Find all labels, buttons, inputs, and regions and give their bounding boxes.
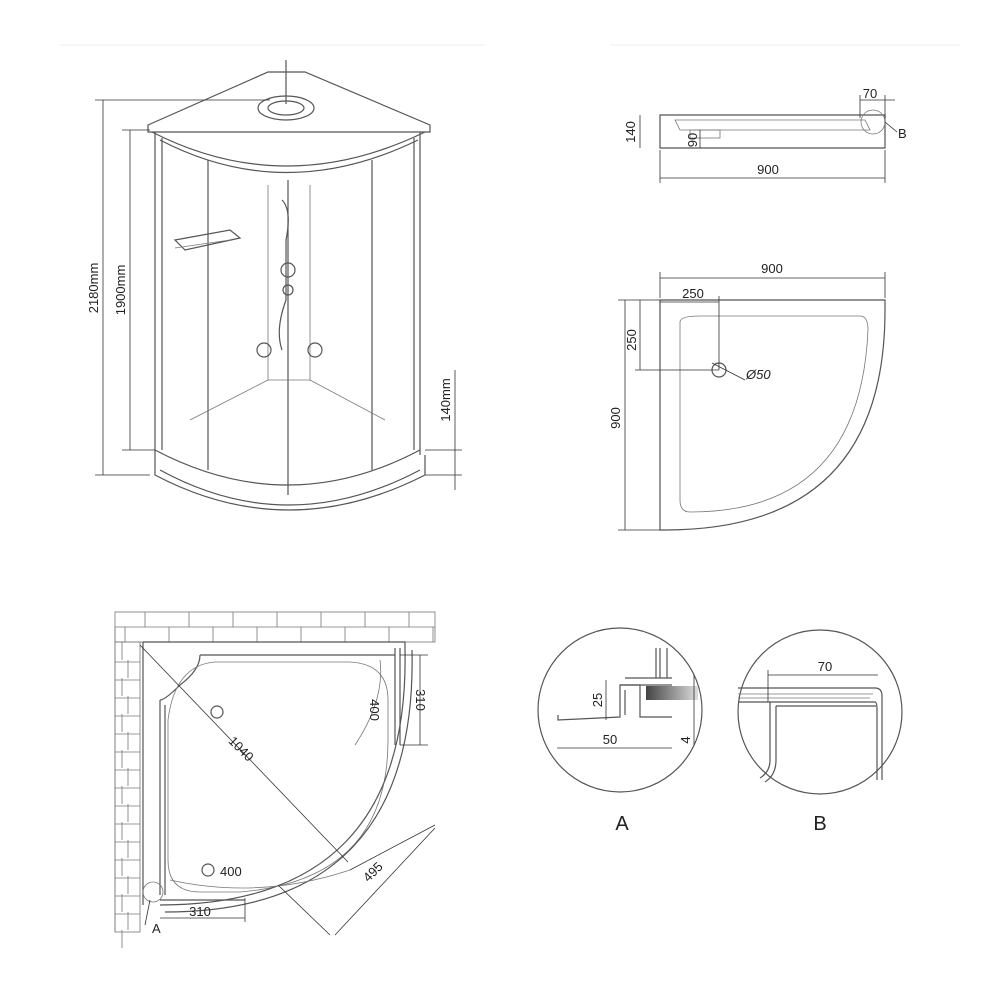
detail-a-width-label: 50 [603, 732, 617, 747]
side-height-label: 140 [623, 121, 638, 143]
glass-seal [646, 686, 698, 700]
plan-width-label: 900 [761, 261, 783, 276]
drain-offset-x-label: 250 [682, 286, 704, 301]
drain-diameter-label: Ø50 [745, 367, 771, 382]
drain-offset-y-label: 250 [624, 329, 639, 351]
floor-plan-view: 1040 400 310 400 310 495 A [114, 611, 436, 948]
detail-b-width-label: 70 [818, 659, 832, 674]
detail-a-callout: A [152, 921, 161, 936]
cabin-perspective [147, 60, 431, 511]
detail-b-title: B [813, 813, 826, 835]
inner-depth-label: 90 [685, 133, 700, 147]
plan-depth-label: 900 [608, 407, 623, 429]
tray-plan-view: 900 250 250 Ø50 900 [608, 261, 886, 531]
detail-a-thickness-label: 4 [678, 736, 693, 743]
detail-a-title: A [615, 813, 629, 835]
cabin-dimensions: 2180mm 1900mm 140mm [86, 99, 462, 490]
side-panel-right-label: 310 [413, 689, 428, 711]
tray-side-view: 70 140 90 B 900 [623, 86, 907, 183]
detail-b-callout: B [898, 126, 907, 141]
door-arc-bottom-label: 400 [220, 864, 242, 879]
detail-b: 70 B [737, 629, 903, 835]
detail-a-height-label: 25 [590, 693, 605, 707]
door-arc-right-label: 400 [367, 699, 382, 721]
side-panel-bottom-label: 310 [189, 904, 211, 919]
total-height-label: 2180mm [86, 263, 101, 314]
detail-a: 25 50 4 A [537, 627, 703, 835]
diagonal-label: 1040 [226, 733, 257, 764]
side-length-label: 900 [757, 162, 779, 177]
glass-height-label: 1900mm [113, 265, 128, 316]
rim-width-label: 70 [863, 86, 877, 101]
tray-height-label: 140mm [438, 378, 453, 421]
